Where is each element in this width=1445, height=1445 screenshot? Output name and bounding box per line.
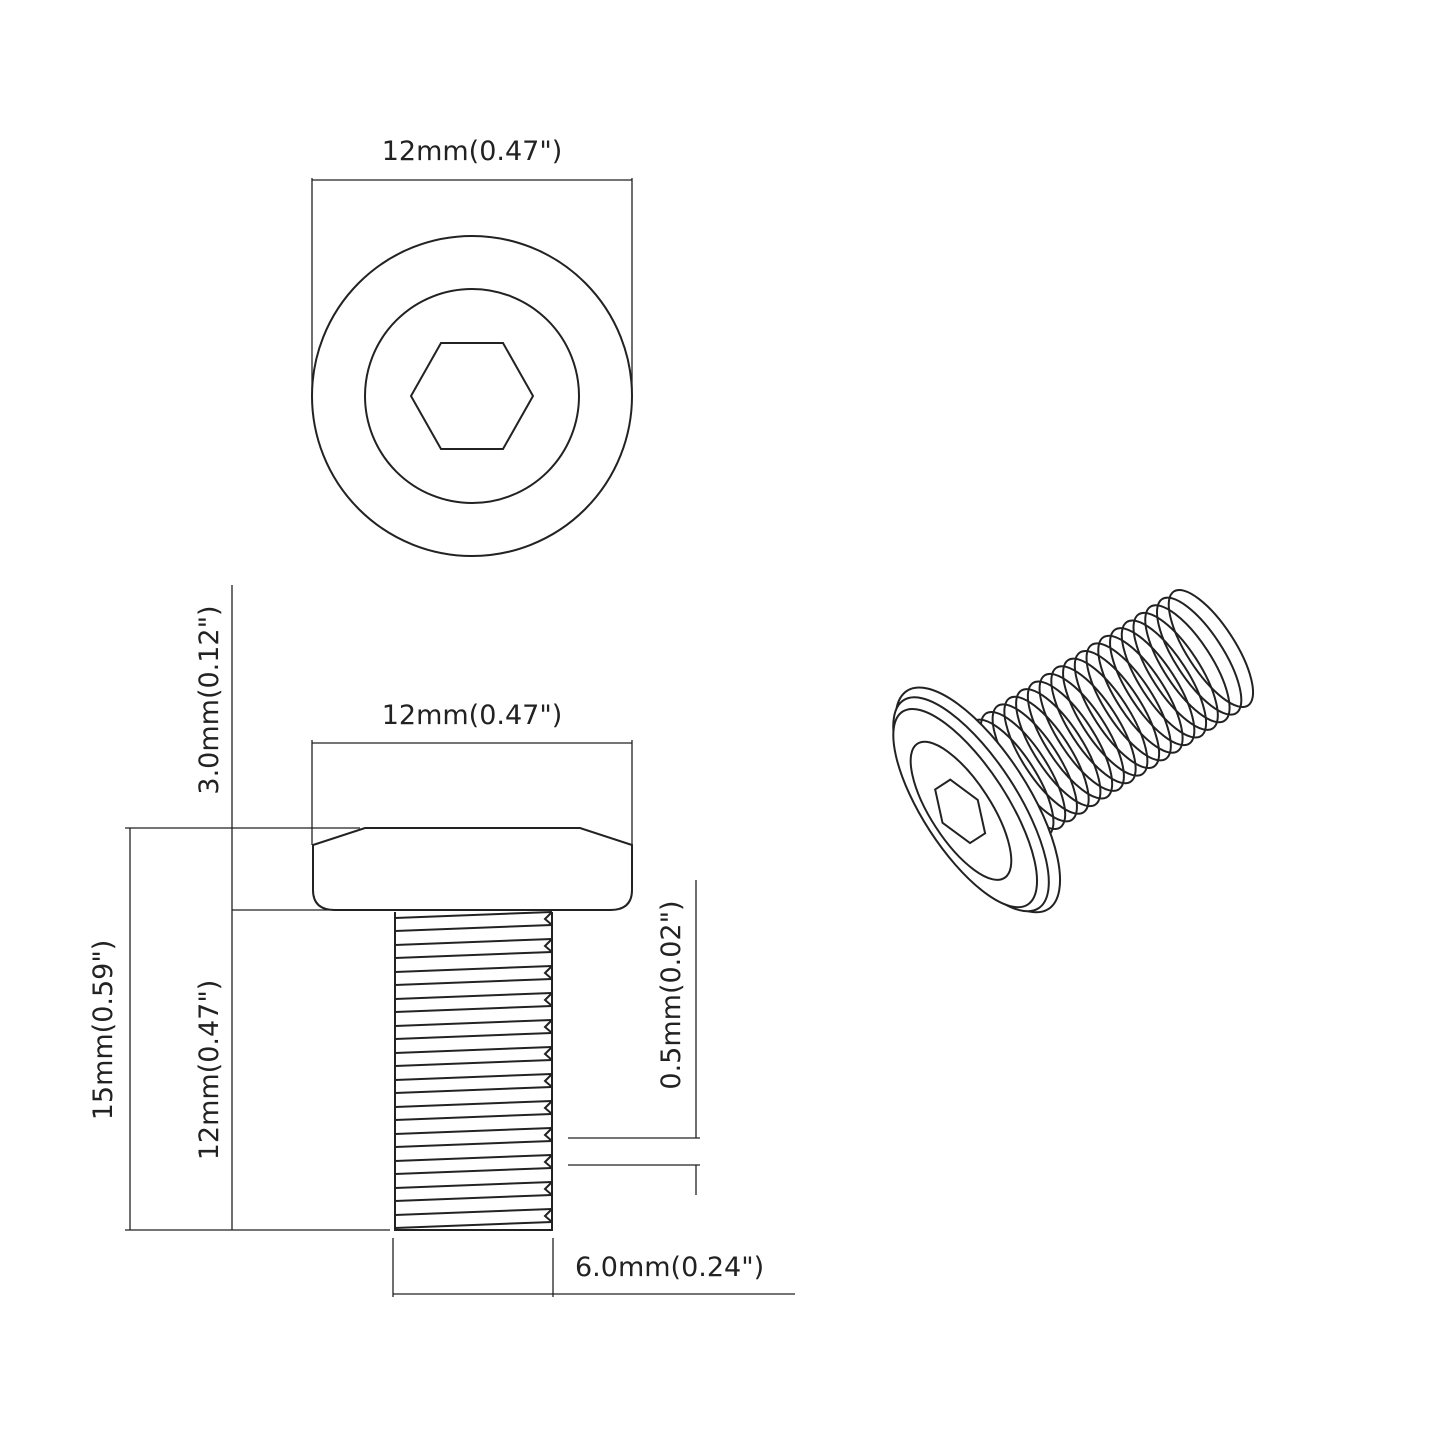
head-height-label: 3.0mm(0.12") xyxy=(194,605,225,794)
top-diameter-label: 12mm(0.47") xyxy=(382,136,563,167)
thread-ring-3d xyxy=(1062,657,1149,777)
head-inner-circle xyxy=(364,288,580,504)
thread-ring-3d xyxy=(1097,634,1184,754)
side-view: 12mm(0.47") 3.0mm(0.12") 15mm(0.59") 12m… xyxy=(88,585,795,1297)
thread-ring-3d xyxy=(1120,619,1208,739)
thread-ring-3d xyxy=(1144,604,1231,724)
thread-ring-3d xyxy=(1109,627,1196,747)
thread-ring-3d xyxy=(1050,665,1137,785)
thread-ring-3d xyxy=(1015,688,1102,808)
head-outer-circle xyxy=(311,235,633,557)
thread-ring-3d xyxy=(1132,611,1219,731)
thread-ring-3d xyxy=(1026,680,1114,800)
thread-length-label: 12mm(0.47") xyxy=(194,980,225,1161)
hex-socket-icon xyxy=(409,342,535,450)
screw-shank xyxy=(394,912,553,1231)
screw-3d-view xyxy=(892,588,1255,914)
thread-ring-3d xyxy=(1156,596,1243,716)
total-length-label: 15mm(0.59") xyxy=(88,940,119,1121)
thread-diameter-label: 6.0mm(0.24") xyxy=(575,1252,764,1283)
hex-socket-3d-icon xyxy=(934,778,987,845)
thread-ring-3d xyxy=(1167,588,1255,709)
thread-ring-3d xyxy=(1038,672,1125,792)
thread-ring-3d xyxy=(1003,695,1090,815)
top-view: 12mm(0.47") xyxy=(311,136,633,557)
thread-ring-3d xyxy=(1073,649,1161,770)
thread-ring-3d xyxy=(1085,642,1172,762)
head-diameter-label: 12mm(0.47") xyxy=(382,700,563,731)
thread-lines xyxy=(394,911,553,1229)
pitch-label: 0.5mm(0.02") xyxy=(656,900,687,1089)
screw-head-side xyxy=(312,827,633,911)
